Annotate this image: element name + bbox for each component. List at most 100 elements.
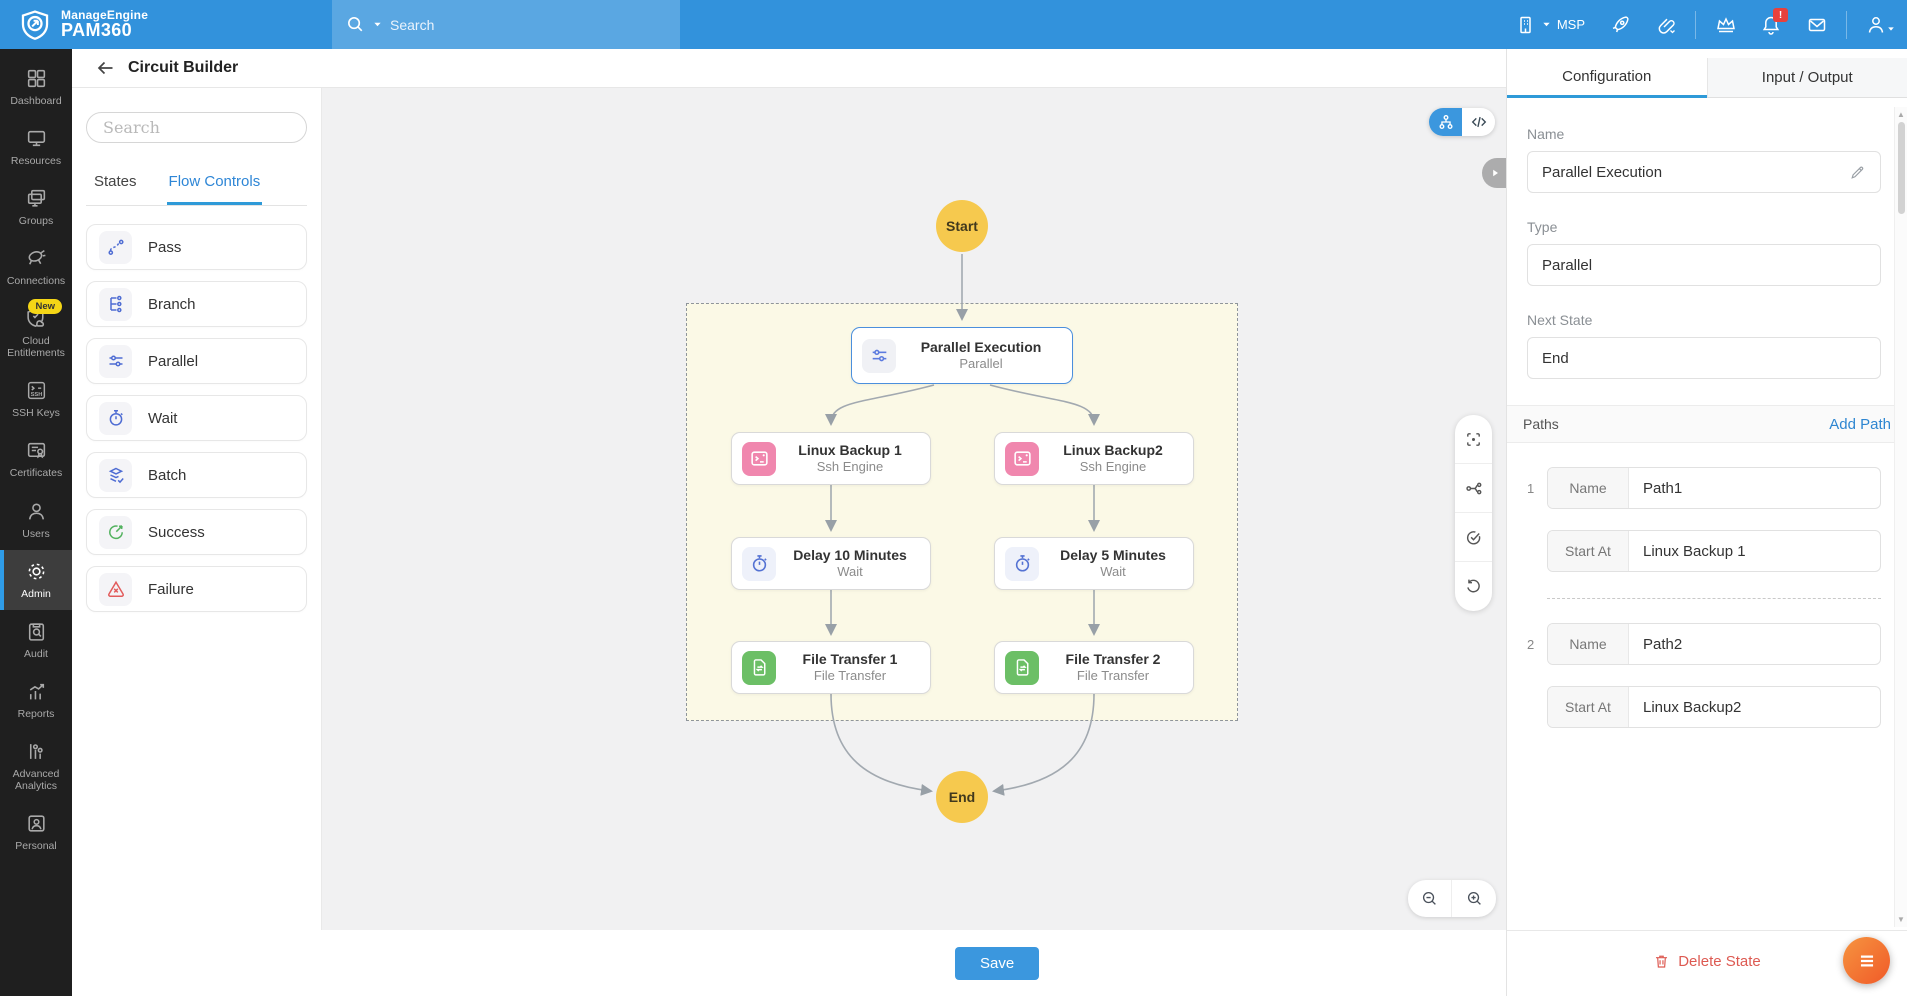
nav-label: Certificates: [9, 467, 63, 480]
resource-link-button[interactable]: [1645, 0, 1687, 49]
delete-state-button[interactable]: Delete State: [1507, 930, 1907, 992]
wait-icon: [99, 401, 132, 435]
tab-flow-controls[interactable]: Flow Controls: [166, 165, 263, 205]
nav-label: Reports: [17, 707, 55, 720]
nav-item-resources[interactable]: Resources: [0, 117, 72, 177]
certificate-icon: [27, 443, 45, 459]
brand-logo[interactable]: ManageEngine PAM360: [0, 0, 332, 49]
node-delay-5-minutes[interactable]: Delay 5 Minutes Wait: [994, 537, 1194, 590]
save-button[interactable]: Save: [955, 946, 1040, 980]
code-icon: [1471, 116, 1486, 128]
start-node[interactable]: Start: [936, 200, 988, 252]
back-button[interactable]: [96, 58, 116, 78]
scrollbar-thumb[interactable]: [1897, 122, 1905, 214]
messages-button[interactable]: [1796, 0, 1838, 49]
global-search-input[interactable]: [390, 16, 630, 33]
palette-item-label: Pass: [148, 238, 182, 256]
palette-item-pass[interactable]: Pass: [86, 224, 307, 270]
back-arrow-icon: [97, 61, 113, 75]
palette-item-branch[interactable]: Branch: [86, 281, 307, 327]
validate-button[interactable]: [1455, 513, 1492, 562]
notifications-button[interactable]: !: [1750, 0, 1792, 49]
node-text: Linux Backup2 Ssh Engine: [1049, 442, 1183, 476]
zoom-out-button[interactable]: [1408, 880, 1452, 917]
flow-canvas[interactable]: Start Parallel Execution Parallel Linux …: [322, 88, 1506, 930]
palette-item-success[interactable]: Success: [86, 509, 307, 555]
cloud-shield-icon: [26, 309, 44, 328]
users-icon: [28, 503, 44, 519]
path-start-at-field[interactable]: Start At Linux Backup2: [1547, 686, 1881, 728]
palette-search-input[interactable]: [86, 112, 307, 143]
tab-configuration[interactable]: Configuration: [1507, 58, 1707, 98]
ssh-engine-icon: [742, 441, 776, 476]
quick-actions-fab[interactable]: [1843, 937, 1890, 984]
panel-scrollbar[interactable]: ▲ ▼: [1894, 107, 1907, 927]
next-state-field[interactable]: End: [1527, 337, 1881, 379]
node-file-transfer-1[interactable]: File Transfer 1 File Transfer: [731, 641, 931, 694]
type-field-label: Type: [1527, 219, 1558, 235]
diagram-view-button[interactable]: [1429, 108, 1462, 136]
panel-collapse-handle[interactable]: [1482, 158, 1506, 188]
nav-item-ssh-keys[interactable]: SSH SSH Keys: [0, 369, 72, 429]
user-menu-button[interactable]: [1855, 0, 1897, 49]
nav-item-certificates[interactable]: Certificates: [0, 429, 72, 489]
nav-item-reports[interactable]: Reports: [0, 670, 72, 730]
nav-item-cloud-entitlements[interactable]: New Cloud Entitlements: [0, 297, 72, 369]
name-field[interactable]: Parallel Execution: [1527, 151, 1881, 193]
parallel-node-icon: [862, 338, 896, 373]
fit-view-button[interactable]: [1455, 415, 1492, 464]
zoom-in-button[interactable]: [1452, 880, 1496, 917]
palette-item-failure[interactable]: Failure: [86, 566, 307, 612]
path-start-at-value: Linux Backup2: [1643, 698, 1742, 716]
reset-button[interactable]: [1455, 562, 1492, 611]
type-field[interactable]: Parallel: [1527, 244, 1881, 286]
nav-item-dashboard[interactable]: Dashboard: [0, 57, 72, 117]
node-text: File Transfer 1 File Transfer: [786, 651, 920, 685]
path-start-at-field[interactable]: Start At Linux Backup 1: [1547, 530, 1881, 572]
path-name-value: Path1: [1643, 479, 1683, 497]
node-parallel-execution[interactable]: Parallel Execution Parallel: [851, 327, 1073, 384]
palette-item-wait[interactable]: Wait: [86, 395, 307, 441]
add-path-link[interactable]: Add Path: [1829, 415, 1891, 433]
nav-item-audit[interactable]: Audit: [0, 610, 72, 670]
scroll-down-icon[interactable]: ▼: [1897, 915, 1905, 924]
node-text: Delay 10 Minutes Wait: [786, 547, 920, 581]
nav-item-groups[interactable]: Groups: [0, 177, 72, 237]
nav-item-admin[interactable]: Admin: [0, 549, 72, 610]
reports-chart-icon: [29, 683, 44, 700]
edit-pencil-icon[interactable]: [1849, 164, 1866, 181]
global-search[interactable]: [332, 0, 680, 49]
scroll-up-icon[interactable]: ▲: [1897, 110, 1905, 119]
path-name-field[interactable]: Name Path1: [1547, 467, 1881, 509]
code-view-button[interactable]: [1462, 108, 1495, 136]
node-linux-backup-1[interactable]: Linux Backup 1 Ssh Engine: [731, 432, 931, 485]
center-column: Circuit Builder States Flow Controls Pas…: [72, 49, 1506, 996]
nav-item-users[interactable]: Users: [0, 490, 72, 550]
quick-launch-button[interactable]: [1599, 0, 1641, 49]
license-button[interactable]: [1704, 0, 1746, 49]
delete-state-label: Delete State: [1678, 953, 1761, 970]
nav-item-advanced-analytics[interactable]: Advanced Analytics: [0, 730, 72, 802]
msp-switcher[interactable]: MSP: [1506, 0, 1595, 49]
nav-item-personal[interactable]: Personal: [0, 802, 72, 862]
svg-text:SSH: SSH: [30, 393, 42, 399]
node-linux-backup-2[interactable]: Linux Backup2 Ssh Engine: [994, 432, 1194, 485]
end-node[interactable]: End: [936, 771, 988, 823]
flow-edges: [825, 254, 1100, 796]
personal-badge-icon: [27, 815, 45, 832]
node-delay-10-minutes[interactable]: Delay 10 Minutes Wait: [731, 537, 931, 590]
wait-node-icon: [742, 546, 776, 581]
palette-item-parallel[interactable]: Parallel: [86, 338, 307, 384]
path-name-field[interactable]: Name Path2: [1547, 623, 1881, 665]
nav-item-connections[interactable]: Connections: [0, 237, 72, 297]
auto-layout-button[interactable]: [1455, 464, 1492, 513]
msp-label: MSP: [1556, 17, 1585, 32]
nav-label: Advanced Analytics: [12, 767, 60, 792]
palette-item-batch[interactable]: Batch: [86, 452, 307, 498]
path-start-at-key: Start At: [1548, 531, 1629, 571]
tab-input-output[interactable]: Input / Output: [1706, 58, 1907, 98]
node-file-transfer-2[interactable]: File Transfer 2 File Transfer: [994, 641, 1194, 694]
undo-icon: [1467, 579, 1480, 593]
tab-states[interactable]: States: [94, 173, 137, 190]
play-arrow-icon: [1493, 169, 1498, 177]
